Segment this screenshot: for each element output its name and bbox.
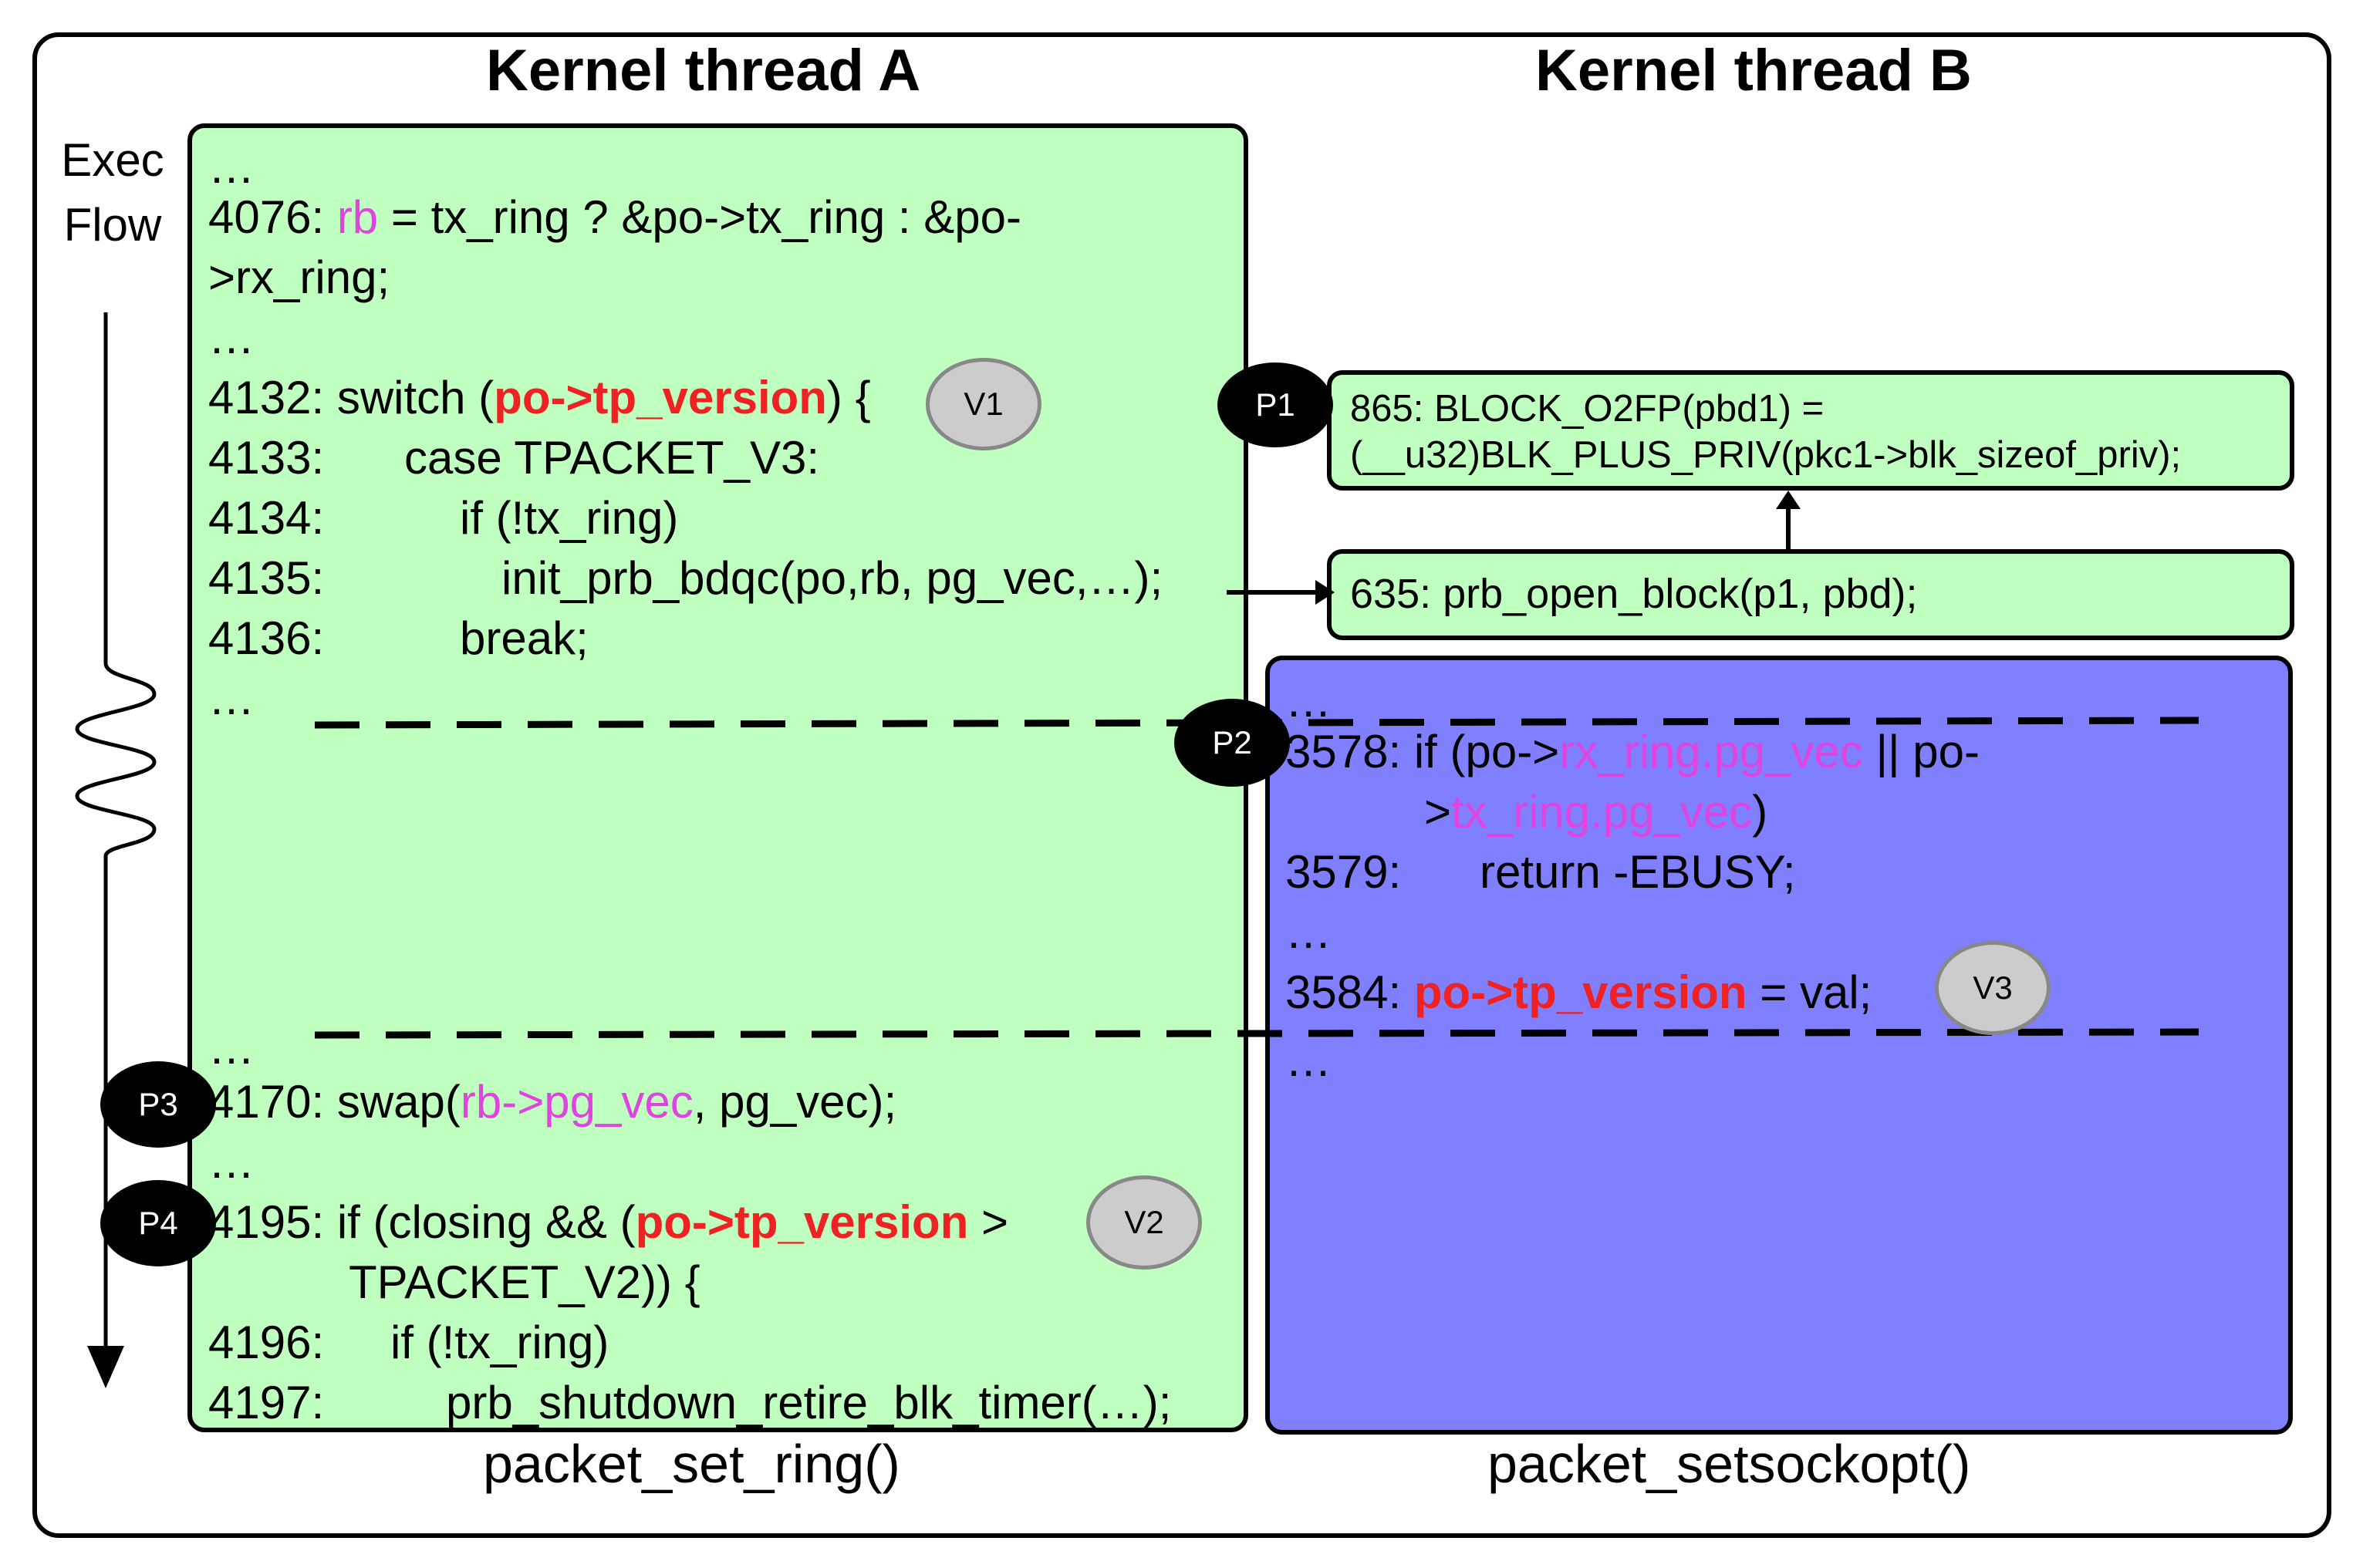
exec-flow-line [75, 312, 157, 1365]
b-code-line-04-num: 3579: [1285, 846, 1402, 898]
prb-open-block-box [1327, 549, 2294, 640]
b-code-line-03: >tx_ring.pg_vec) [1424, 786, 1768, 838]
b-var-rx-ring-pg-vec: rx_ring.pg_vec [1559, 726, 1863, 777]
thread-a-code-box [187, 123, 1248, 1432]
a-code-line-12: 4170: swap(rb->pg_vec, pg_vec); [208, 1076, 897, 1128]
point-badge-p4: P4 [100, 1180, 216, 1266]
a-tp-version-read-1: po->tp_version [494, 372, 827, 423]
point-badge-p3: P3 [100, 1061, 216, 1148]
a-code-line-08-text: init_prb_bdqc(po,rb, pg_vec,…); [501, 552, 1163, 604]
point-badge-p2: P2 [1174, 699, 1290, 787]
version-badge-v2: V2 [1086, 1175, 1202, 1270]
a-code-line-09-text: break; [460, 612, 589, 664]
thread-b-title: Kernel thread B [1535, 38, 1972, 103]
a-code-line-05: 4132: switch (po->tp_version) { [208, 372, 871, 423]
thread-b-code-box [1265, 656, 2293, 1435]
prb-open-block-text: 635: prb_open_block(p1, pbd); [1350, 571, 1918, 617]
a-code-line-04: … [208, 312, 255, 363]
a-code-line-14: 4195: if (closing && (po->tp_version > [208, 1196, 1009, 1248]
block-o2fp-line2: (__u32)BLK_PLUS_PRIV(pkc1->blk_sizeof_pr… [1350, 434, 2182, 476]
b-var-tx-ring-pg-vec: tx_ring.pg_vec [1451, 786, 1753, 838]
a-var-rb-pg-vec: rb->pg_vec [460, 1076, 694, 1128]
block-o2fp-box [1327, 370, 2294, 491]
a-tp-version-read-2: po->tp_version [635, 1196, 969, 1248]
a-code-line-02: 4076: rb = tx_ring ? &po->tx_ring : &po- [208, 191, 1021, 243]
exec-flow-line2: Flow [63, 199, 162, 251]
a-code-line-03: >rx_ring; [208, 251, 390, 303]
b-code-line-05: … [1285, 906, 1332, 958]
thread-b-function-label: packet_setsockopt() [1487, 1434, 1971, 1494]
exec-flow-arrowhead [87, 1346, 124, 1388]
a-code-line-16-text: if (!tx_ring) [390, 1317, 609, 1368]
a-code-line-13: … [208, 1136, 255, 1188]
b-code-line-06: 3584: po->tp_version = val; [1285, 966, 1872, 1018]
thread-a-title: Kernel thread A [486, 38, 921, 103]
a-code-line-06-num: 4133: [208, 432, 325, 484]
b-code-line-07: … [1285, 1034, 1332, 1086]
a-code-line-01: … [208, 141, 255, 193]
call-arrow-prb-open-block-head [1315, 580, 1335, 605]
a-code-line-06-text: case TPACKET_V3: [404, 432, 820, 484]
a-code-line-17-text: prb_shutdown_retire_blk_timer(…); [446, 1377, 1172, 1428]
outer-frame [32, 32, 2331, 1538]
a-code-line-09-num: 4136: [208, 612, 325, 664]
a-var-rb: rb [336, 191, 379, 243]
b-code-line-04-text: return -EBUSY; [1480, 846, 1796, 898]
a-code-line-08-num: 4135: [208, 552, 325, 604]
b-code-line-02: 3578: if (po->rx_ring.pg_vec || po- [1285, 726, 1980, 777]
point-badge-p1: P1 [1217, 362, 1333, 447]
version-badge-v1: V1 [926, 358, 1041, 450]
a-code-line-07-text: if (!tx_ring) [460, 492, 679, 544]
version-badge-v3: V3 [1935, 941, 2051, 1035]
call-arrow-block-o2fp-head [1776, 491, 1801, 509]
thread-a-function-label: packet_set_ring() [483, 1434, 900, 1494]
a-code-line-07-num: 4134: [208, 492, 325, 544]
a-code-line-11: … [208, 1022, 255, 1074]
a-code-line-10: … [208, 673, 255, 724]
b-tp-version-write: po->tp_version [1413, 966, 1747, 1018]
dashed-line-lower [314, 1028, 2199, 1039]
exec-flow-line1: Exec [61, 134, 164, 186]
a-code-line-17-num: 4197: [208, 1377, 325, 1428]
exec-flow-label: Exec Flow [43, 128, 182, 258]
block-o2fp-line1: 865: BLOCK_O2FP(pbd1) = [1350, 388, 1825, 430]
a-code-line-15: TPACKET_V2)) { [349, 1256, 700, 1308]
b-code-line-01: … [1285, 675, 1332, 727]
a-code-line-16-num: 4196: [208, 1317, 325, 1368]
